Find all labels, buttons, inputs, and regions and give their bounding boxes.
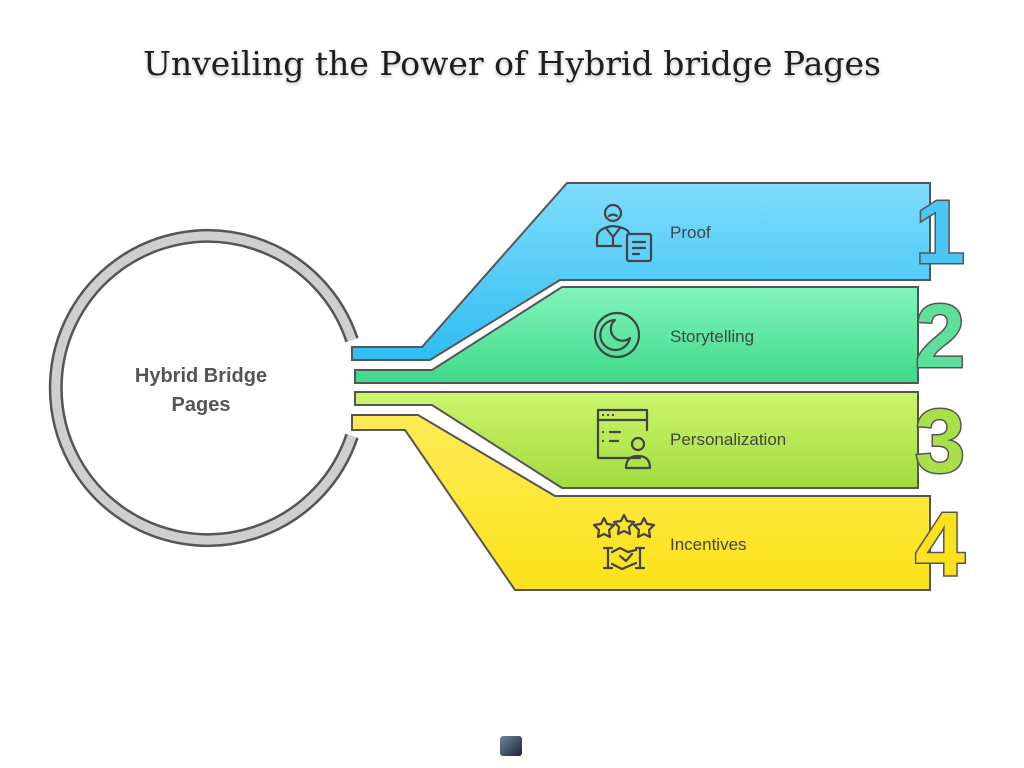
step-number-3: 3 [915,392,965,492]
center-label-line1: Hybrid Bridge [135,365,267,387]
band-4 [351,414,931,591]
center-label-line2: Pages [172,394,231,416]
band-3 [354,391,919,489]
page-title: Unveiling the Power of Hybrid bridge Pag… [143,44,881,83]
label-proof: Proof [670,223,711,242]
brand-logo [500,736,522,756]
band-2 [354,286,919,384]
browser-user-icon [596,408,652,470]
center-ring-inner [51,231,357,545]
stars-handshake-icon [592,513,656,571]
center-label: Hybrid Bridge [135,365,267,387]
step-number-4: 4 [915,495,965,595]
step-number-2: 2 [915,287,965,387]
label-storytelling: Storytelling [670,327,754,346]
label-incentives: Incentives [670,535,747,554]
person-document-icon [595,203,653,263]
step-number-1: 1 [915,183,965,283]
moon-circle-icon [593,311,641,359]
label-personalization: Personalization [670,430,786,449]
band-1 [351,182,931,361]
